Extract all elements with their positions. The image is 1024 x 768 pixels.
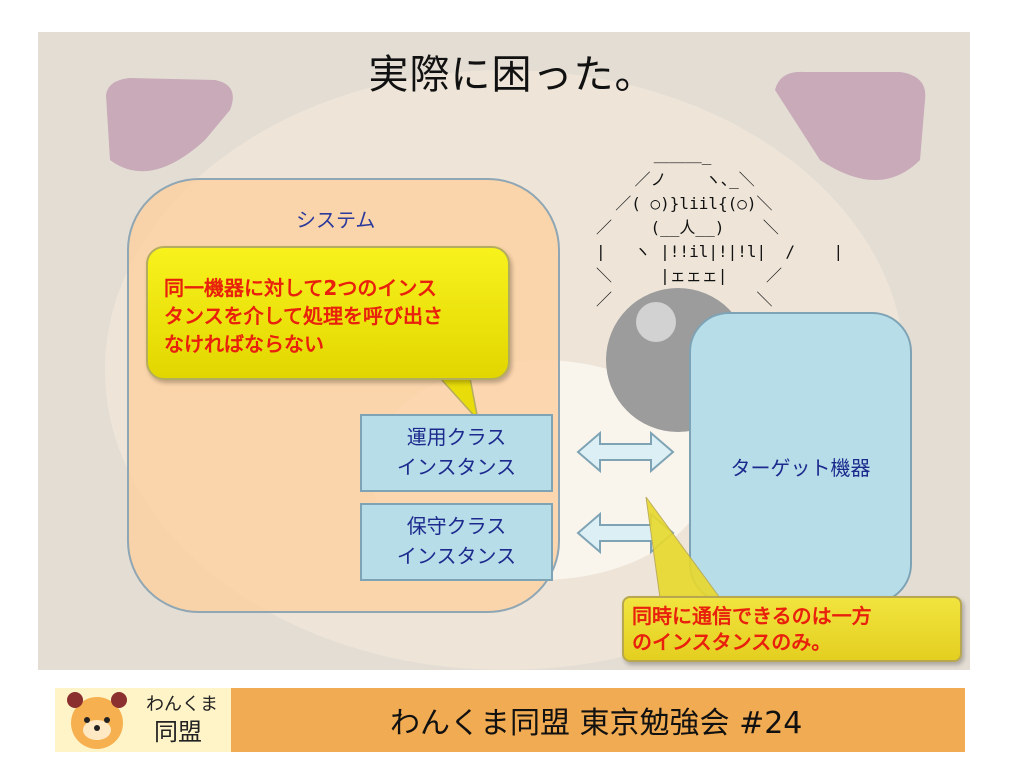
footer-title: わんくま同盟 東京勉強会 #24 [390,706,803,741]
system-label: システム [296,208,376,232]
note-line: のインスタンスのみ。 [632,630,832,654]
right-ear-shape [775,71,926,180]
operation-instance-box: 運用クラス インスタンス [360,414,553,492]
note-bubble: 同時に通信できるのは一方 のインスタンスのみ。 [622,596,962,662]
callout-line: なければならない [164,332,324,356]
instance-line: インスタンス [396,455,517,479]
instance-line: 運用クラス [406,425,507,449]
slide-title: 実際に困った。 [368,52,656,98]
wankuma-logo [55,688,231,752]
instance-line: インスタンス [396,544,517,568]
logo-text-bottom: 同盟 [154,718,202,746]
instance-line: 保守クラス [406,514,507,538]
callout-text: 同一機器に対して2つのインス タンスを介して処理を呼び出さ なければならない [164,274,494,358]
callout-line: 同一機器に対して2つのインス [164,276,437,300]
note-text: 同時に通信できるのは一方 のインスタンスのみ。 [632,603,952,655]
left-ear-shape [106,78,233,172]
callout-bubble: 同一機器に対して2つのインス タンスを介して処理を呼び出さ なければならない [146,246,510,380]
ascii-art-face: ＿＿＿_ ／ノ ヽ､_＼ ／( ○)}liil{(○)＼ ／ (__人__) ＼… [596,146,843,309]
callout-line: タンスを介して処理を呼び出さ [164,304,443,328]
logo-text-top: わんくま [146,694,218,715]
maintenance-instance-box: 保守クラス インスタンス [360,503,553,581]
target-device-label: ターゲット機器 [730,456,871,480]
nose-highlight [636,302,676,342]
note-line: 同時に通信できるのは一方 [632,604,872,628]
